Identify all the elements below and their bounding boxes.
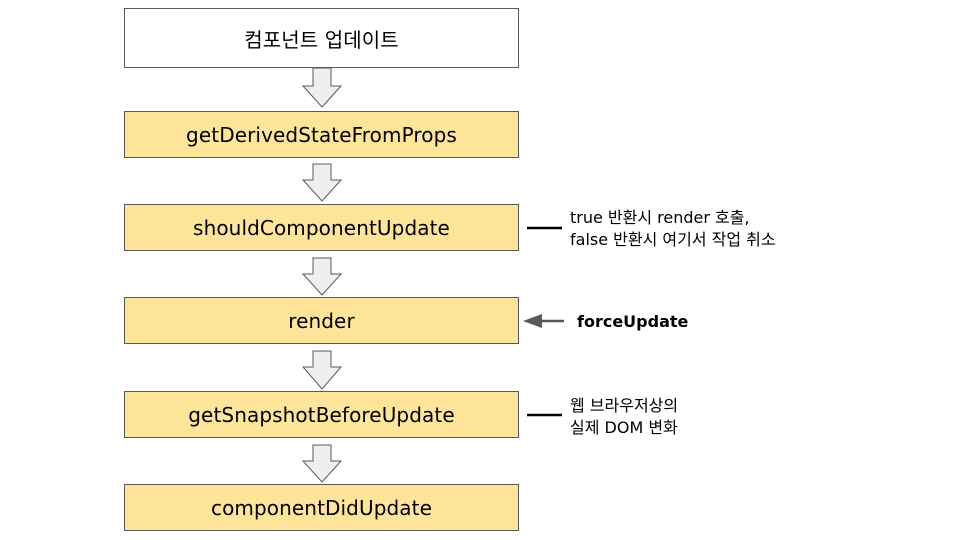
get-derived-state-box: getDerivedStateFromProps <box>124 111 519 158</box>
snapshot-note-line2: 실제 DOM 변화 <box>570 418 678 437</box>
should-update-note-line1: true 반환시 render 호출, <box>570 208 750 227</box>
should-component-update-box: shouldComponentUpdate <box>124 204 519 251</box>
component-update-label: 컴포넌트 업데이트 <box>244 27 399 52</box>
force-update-arrow-head <box>523 314 542 328</box>
get-snapshot-box: getSnapshotBeforeUpdate <box>124 391 519 438</box>
component-did-update-box: componentDidUpdate <box>124 484 519 531</box>
component-did-update-label: componentDidUpdate <box>210 495 433 520</box>
down-arrow-4 <box>301 350 343 390</box>
component-update-box: 컴포넌트 업데이트 <box>124 8 519 68</box>
down-arrow-3 <box>301 257 343 296</box>
render-label: render <box>288 308 355 333</box>
down-arrow-1 <box>301 67 343 108</box>
force-update-note: forceUpdate <box>577 311 688 333</box>
render-box: render <box>124 297 519 344</box>
snapshot-note-line1: 웹 브라우저상의 <box>570 396 679 415</box>
down-arrow-5 <box>301 444 343 483</box>
get-derived-state-label: getDerivedStateFromProps <box>186 122 457 147</box>
should-component-update-label: shouldComponentUpdate <box>193 215 450 240</box>
force-update-label: forceUpdate <box>577 312 689 331</box>
get-snapshot-label: getSnapshotBeforeUpdate <box>188 402 455 427</box>
should-update-note-line2: false 반환시 여기서 작업 취소 <box>570 230 776 249</box>
should-update-note: true 반환시 render 호출, false 반환시 여기서 작업 취소 <box>570 207 776 251</box>
snapshot-note: 웹 브라우저상의 실제 DOM 변화 <box>570 395 678 439</box>
down-arrow-2 <box>301 163 343 202</box>
